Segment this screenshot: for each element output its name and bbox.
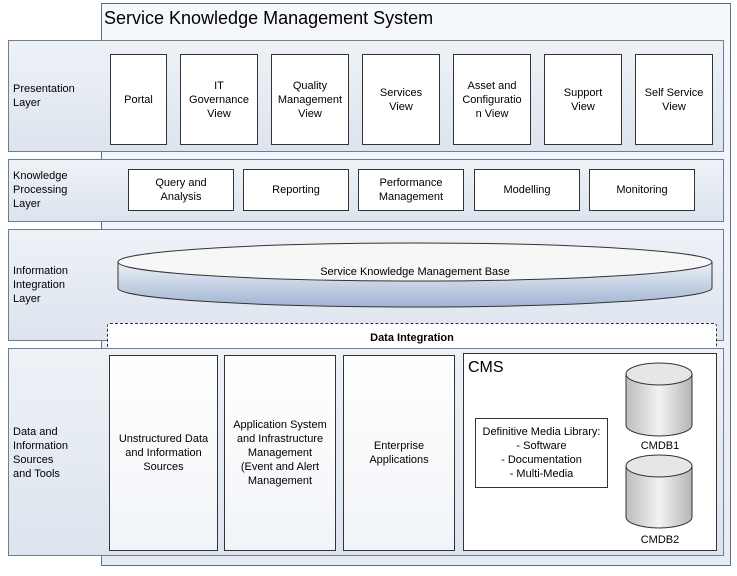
knowledge-processing-layer-label: Knowledge Processing Layer	[13, 170, 68, 210]
monitoring-box: Monitoring	[589, 169, 695, 211]
presentation-layer-label: Presentation Layer	[13, 83, 75, 109]
modelling-box: Modelling	[474, 169, 580, 211]
enterprise-applications-box: Enterprise Applications	[343, 355, 455, 551]
application-system-box: Application System and Infrastructure Ma…	[224, 355, 336, 551]
unstructured-data-box: Unstructured Data and Information Source…	[109, 355, 218, 551]
definitive-media-library-box: Definitive Media Library: - Software - D…	[475, 418, 608, 488]
query-analysis-box: Query and Analysis	[128, 169, 234, 211]
skmb-disk	[117, 242, 713, 308]
self-service-view-box: Self Service View	[635, 54, 713, 145]
support-view-box: Support View	[544, 54, 622, 145]
reporting-box: Reporting	[243, 169, 349, 211]
skmb-label: Service Knowledge Management Base	[320, 266, 510, 278]
portal-box: Portal	[110, 54, 167, 145]
data-integration-bar: Data Integration	[107, 323, 717, 352]
it-governance-view-box: IT Governance View	[180, 54, 258, 145]
services-view-box: Services View	[362, 54, 440, 145]
quality-management-view-box: Quality Management View	[271, 54, 349, 145]
cms-title: CMS	[468, 359, 504, 376]
cmdb2-label: CMDB2	[640, 534, 680, 546]
performance-management-box: Performance Management	[358, 169, 464, 211]
cmdb1-cylinder-icon	[625, 362, 693, 437]
asset-configuration-view-box: Asset and Configuratio n View	[453, 54, 531, 145]
data-sources-layer-label: Data and Information Sources and Tools	[13, 426, 69, 480]
system-title: Service Knowledge Management System	[104, 8, 434, 28]
cmdb2-cylinder-icon	[625, 454, 693, 529]
information-integration-layer-label: Information Integration Layer	[13, 265, 69, 305]
cmdb1-label: CMDB1	[640, 440, 680, 452]
